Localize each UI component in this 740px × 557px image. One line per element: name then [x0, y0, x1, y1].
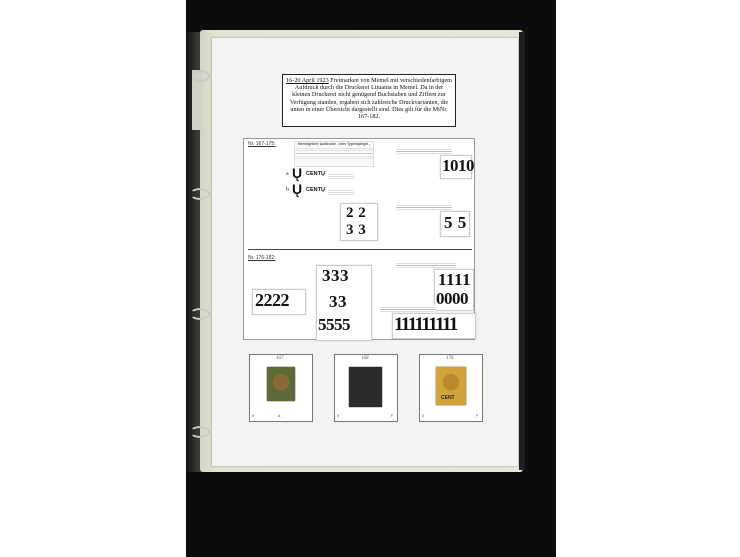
stamp-overprint: CENT — [441, 395, 455, 401]
digits-55: 5 5 — [444, 213, 467, 232]
section-label-top: Nr. 167-175: — [248, 141, 276, 147]
mount-foot-left: X — [422, 414, 425, 418]
u-glyph-a: Ų — [292, 165, 303, 181]
digits-0000: 0000 — [436, 289, 469, 308]
note-1111 — [396, 261, 456, 269]
mount-foot-left: X — [252, 414, 255, 418]
note-ones — [380, 305, 436, 312]
digits-33-bottom: 33 — [329, 292, 347, 311]
digits-333: 333 — [322, 266, 349, 285]
stamp-image[interactable]: CENT — [436, 367, 466, 405]
binder-ring — [190, 70, 210, 82]
note-55 — [396, 203, 452, 212]
digit-card-22-33: 2 2 3 3 — [340, 203, 378, 241]
cent-variant-b: CENTŲ — [306, 187, 325, 193]
stamp-mount-2: 168 X F — [334, 354, 398, 422]
mount-foot-right: A — [278, 414, 281, 418]
stamp-mount-1: 167 X A — [249, 354, 313, 422]
mount-foot-right: F — [391, 414, 394, 418]
digits-5555: 5555 — [318, 315, 351, 334]
binder-ring — [190, 308, 210, 320]
mount-number: 176 — [446, 356, 454, 361]
cent-caption-a — [328, 173, 354, 179]
section-divider — [248, 249, 472, 250]
u-glyph-b: Ų — [292, 181, 303, 197]
digit-card-2222: 2222 — [252, 289, 306, 315]
stamp-mount-3: 176 CENT X F — [419, 354, 483, 422]
mount-foot-right: F — [476, 414, 479, 418]
digit-card-ones: 111111111 — [392, 313, 476, 339]
cent-caption-b — [328, 189, 354, 195]
digits-2222: 2222 — [255, 290, 290, 310]
header-description-box: 16-20 April 1923 Freimarken von Memel mi… — [282, 74, 456, 127]
binder-ring — [190, 188, 210, 200]
variant-letter-a: a — [286, 171, 289, 177]
digits-33: 3 3 — [346, 222, 367, 238]
header-text: Freimarken von Memel mit verschiedenfarb… — [289, 77, 452, 121]
variant-chart-sheet: Nr. 167-175: Memelgebiet: Aufdrucke - in… — [243, 138, 476, 341]
note-card: Memelgebiet: Aufdrucke - inter Typenspie… — [294, 141, 374, 167]
binder-inner-edge — [519, 32, 525, 470]
digit-card-1010: 1010 — [440, 155, 475, 179]
digits-1111: 1111 — [438, 270, 472, 289]
mount-foot-left: X — [337, 414, 340, 418]
digit-card-55: 5 5 — [440, 211, 470, 237]
digit-card-333: 333 33 5555 — [316, 265, 372, 341]
variant-letter-b: b — [286, 187, 289, 193]
cent-variant-a: CENTŲ — [306, 171, 325, 177]
mount-number: 168 — [361, 356, 369, 361]
stamp-image[interactable] — [349, 367, 382, 407]
digit-card-1111-0000: 1111 0000 — [434, 269, 474, 311]
note-lines — [295, 146, 373, 160]
digits-1010: 1010 — [442, 156, 475, 175]
section-label-bottom: Nr. 176-182: — [248, 255, 276, 261]
side-label-strip — [192, 70, 202, 130]
header-date: 16-20 April 1923 — [286, 77, 329, 84]
mount-number: 167 — [276, 356, 284, 361]
photo-background: 16-20 April 1923 Freimarken von Memel mi… — [186, 0, 556, 557]
stamp-image[interactable] — [267, 367, 295, 401]
note-title: Memelgebiet: Aufdrucke - inter Typenspie… — [298, 142, 370, 146]
note-1010 — [396, 147, 452, 156]
digits-22: 2 2 — [346, 205, 367, 221]
binder-ring — [190, 426, 210, 438]
digits-ones: 111111111 — [394, 314, 458, 335]
